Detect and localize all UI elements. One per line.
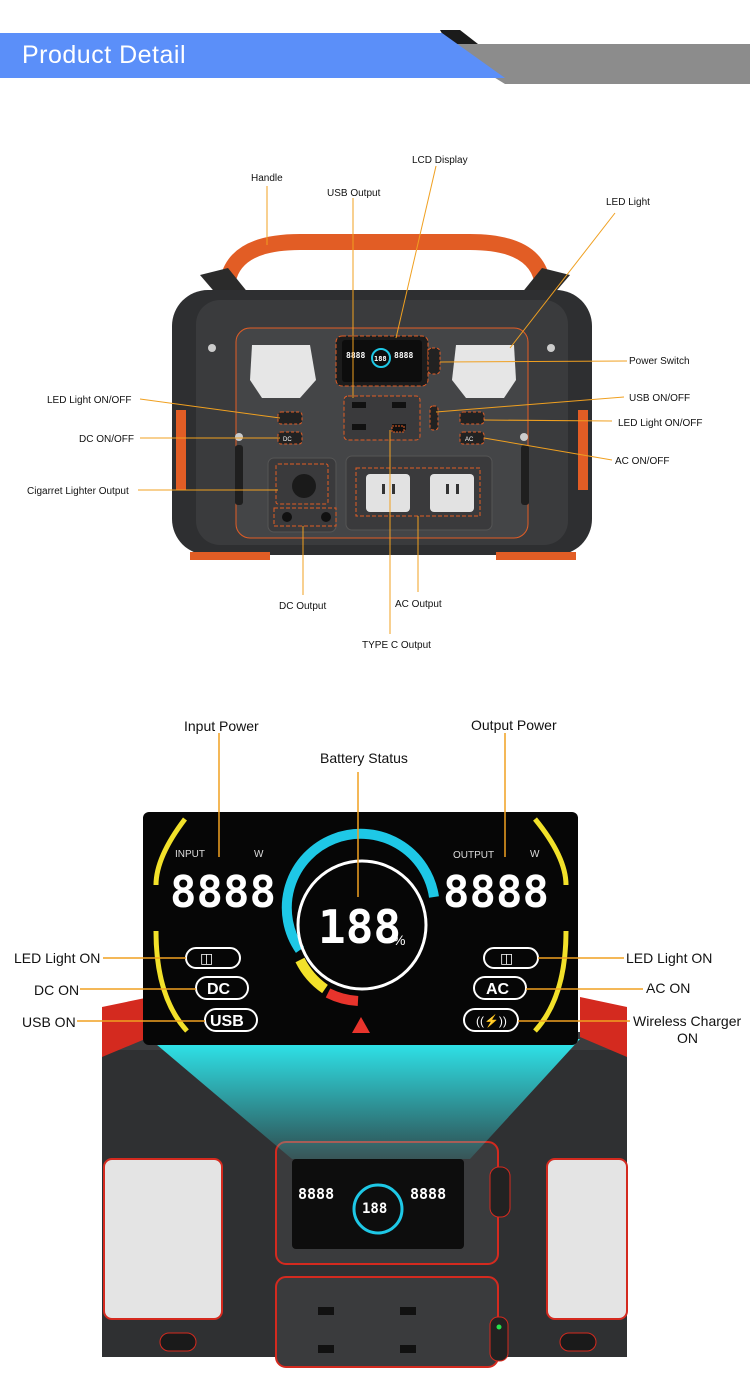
battery-ring-red — [325, 988, 359, 1006]
battery-ring-yellow — [295, 957, 328, 994]
small-battery-digits: 188 — [362, 1201, 387, 1217]
callout-ac-onoff: AC ON/OFF — [615, 456, 669, 467]
header-bar-graphic — [0, 0, 750, 84]
dc-output-ports — [273, 507, 337, 527]
lcd-usb-indicator: USB — [210, 1013, 244, 1030]
lamp-icon-left: ◫ — [200, 950, 213, 966]
lcd-display-small — [342, 340, 422, 382]
lcd-small-screen — [292, 1159, 464, 1249]
projection-beam — [150, 1039, 580, 1159]
led-onoff-right-button[interactable] — [459, 411, 485, 425]
lcd-battery-digits: 188 — [318, 900, 401, 954]
callout-led-on-right: LED Light ON — [626, 950, 712, 966]
led-panel-right — [546, 1158, 628, 1320]
power-switch[interactable] — [427, 347, 441, 375]
led-light-right — [452, 345, 516, 398]
led-onoff-left-button[interactable] — [277, 411, 303, 425]
small-input-digits: 8888 — [298, 1185, 334, 1203]
led-light-left — [250, 345, 316, 398]
lcd-percent-small: 188 — [374, 355, 387, 363]
lcd-input-label: INPUT — [175, 849, 205, 860]
lcd-input-digits: 8888 — [170, 867, 276, 918]
lcd-dc-indicator: DC — [207, 981, 231, 998]
callout-led-onoff-right: LED Light ON/OFF — [618, 418, 702, 429]
wireless-charger-icon: ((⚡)) — [476, 1014, 507, 1028]
lcd-output-unit: W — [530, 849, 540, 860]
callout-led-on-left: LED Light ON — [14, 950, 100, 966]
callout-typec-output: TYPE C Output — [362, 640, 431, 651]
callout-usb-on: USB ON — [22, 1014, 76, 1030]
cigarette-lighter-output — [275, 463, 329, 505]
typec-output-port — [391, 425, 405, 433]
usb-onoff-button[interactable] — [429, 405, 439, 431]
callout-wireless-charger: Wireless Charger — [633, 1013, 741, 1029]
callout-usb-output: USB Output — [327, 188, 381, 199]
callout-ac-on: AC ON — [646, 980, 690, 996]
led-panel-left — [103, 1158, 223, 1320]
warning-icon — [352, 1017, 370, 1033]
callout-handle: Handle — [251, 173, 283, 184]
callout-dc-output: DC Output — [279, 601, 326, 612]
callout-led-onoff-left: LED Light ON/OFF — [47, 395, 131, 406]
lcd-digits-right: 8888 — [394, 351, 413, 360]
lcd-percent-sign: % — [393, 932, 405, 948]
callout-led-light: LED Light — [606, 197, 650, 208]
page-title: Product Detail — [22, 41, 187, 69]
dc-onoff-button[interactable] — [277, 431, 303, 445]
callout-dc-on: DC ON — [34, 982, 79, 998]
lcd-output-digits: 8888 — [443, 867, 549, 918]
lamp-icon-right: ◫ — [500, 950, 513, 966]
callout-power-switch: Power Switch — [629, 356, 690, 367]
callout-wireless-on: ON — [677, 1030, 698, 1046]
ac-button-text: AC — [465, 437, 474, 443]
lcd-large-screen — [143, 812, 578, 1045]
battery-ring-cyan — [281, 828, 439, 953]
header-banner: Product Detail — [0, 0, 750, 84]
lcd-detail-diagram: 8888 8888 188 INPUT W OUTPUT W 8888 8888… — [14, 717, 741, 1368]
callout-cig-output: Cigarret Lighter Output — [27, 486, 129, 497]
callout-usb-onoff: USB ON/OFF — [629, 393, 690, 404]
callout-battery-status: Battery Status — [320, 750, 408, 766]
callout-dc-onoff: DC ON/OFF — [79, 434, 134, 445]
callout-ac-output: AC Output — [395, 599, 442, 610]
lcd-output-label: OUTPUT — [453, 850, 494, 861]
handle-graphic — [220, 234, 550, 288]
lcd-input-unit: W — [254, 849, 264, 860]
small-output-digits: 8888 — [410, 1185, 446, 1203]
dc-button-text: DC — [283, 437, 292, 443]
lcd-digits-left: 8888 — [346, 351, 365, 360]
callout-input-power: Input Power — [184, 718, 259, 734]
lcd-ac-indicator: AC — [486, 981, 510, 998]
product-diagram: 8888 8888 188 DC AC — [27, 155, 702, 651]
callout-output-power: Output Power — [471, 717, 557, 733]
callout-lcd-display: LCD Display — [412, 155, 468, 166]
